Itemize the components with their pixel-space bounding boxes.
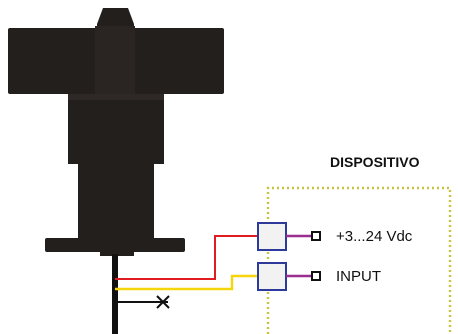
sensor-body-lower bbox=[78, 160, 154, 240]
sensor-top-cap bbox=[97, 8, 134, 30]
sensor-column bbox=[68, 94, 164, 164]
sensor-base-neck bbox=[100, 250, 134, 256]
wire-supply bbox=[115, 235, 258, 280]
device-title: DISPOSITIVO bbox=[330, 154, 420, 170]
terminal-input: INPUT bbox=[257, 262, 381, 291]
wire-input bbox=[115, 274, 258, 291]
device-box: DISPOSITIVO bbox=[266, 154, 452, 334]
terminal-pin-icon bbox=[311, 231, 321, 241]
sensor-wing-left bbox=[8, 28, 100, 94]
wires bbox=[115, 235, 258, 309]
terminal-supply: +3...24 Vdc bbox=[257, 222, 413, 251]
terminal-pin-icon bbox=[311, 271, 321, 281]
terminal-box bbox=[257, 262, 287, 291]
sensor-base-plate bbox=[45, 238, 185, 252]
sensor-cable bbox=[112, 254, 118, 334]
sensor-wing-right bbox=[132, 28, 224, 94]
sensor-neck bbox=[95, 26, 135, 98]
sensor bbox=[8, 8, 224, 334]
cut-mark-icon bbox=[156, 295, 170, 309]
terminal-label: INPUT bbox=[336, 268, 381, 285]
terminal-label: +3...24 Vdc bbox=[336, 228, 413, 245]
device-dotted-border bbox=[266, 186, 452, 334]
sensor-column-shade bbox=[68, 94, 164, 100]
terminal-box bbox=[257, 222, 287, 251]
